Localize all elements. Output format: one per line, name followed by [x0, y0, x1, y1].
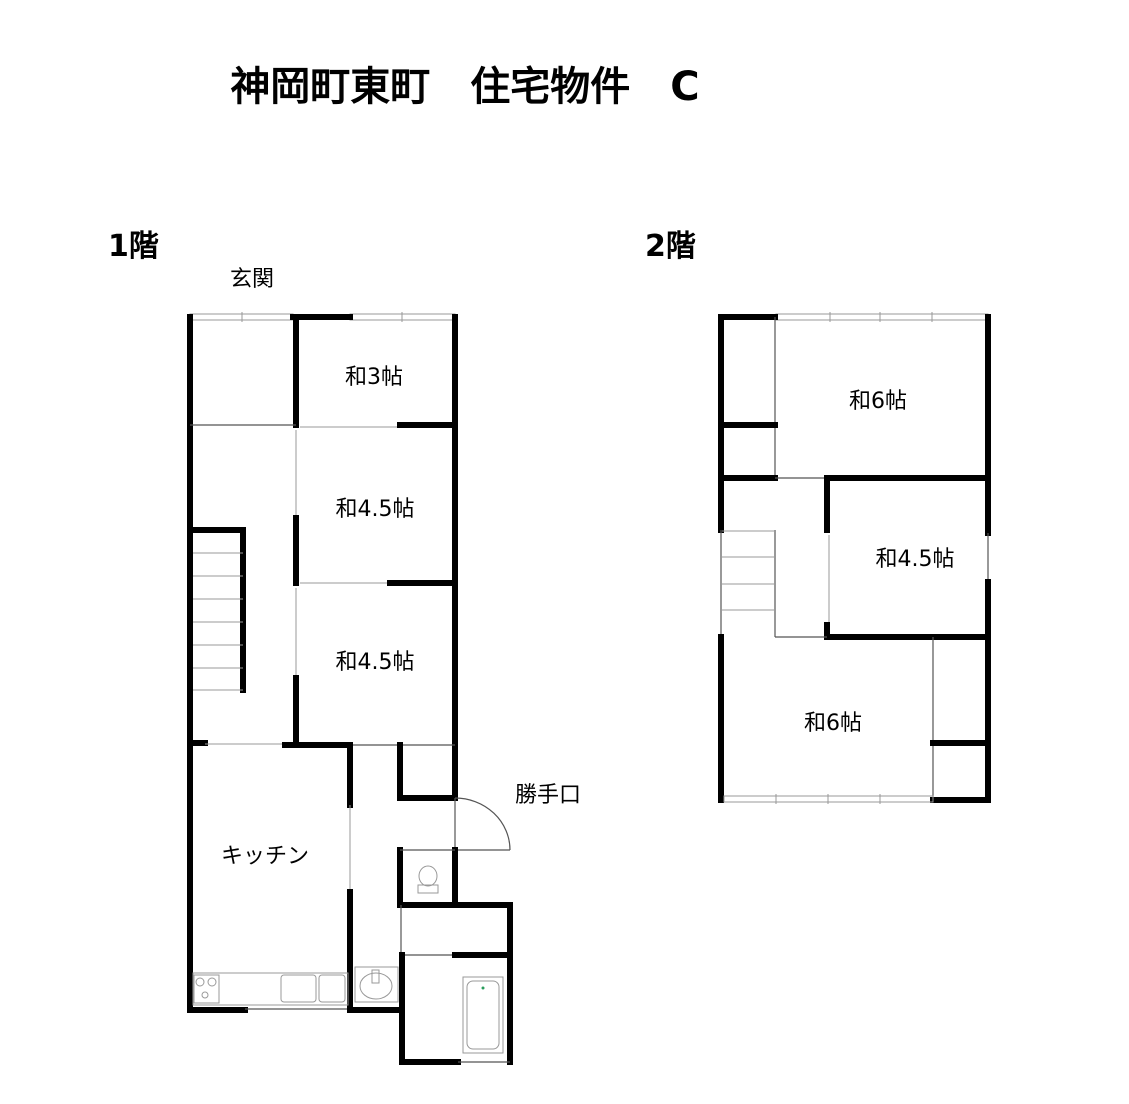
room-label-japanese-45: 和4.5帖 — [876, 547, 955, 572]
room-label-japanese-45-upper: 和4.5帖 — [336, 497, 415, 522]
bathtub — [462, 976, 504, 1054]
window — [189, 312, 294, 322]
room-label-kitchen: キッチン — [221, 844, 309, 869]
staircase — [722, 530, 776, 637]
room-label-back-door: 勝手口 — [515, 783, 581, 808]
room-label-japanese-3: 和3帖 — [345, 365, 403, 390]
room-label-japanese-6-lower: 和6帖 — [804, 711, 862, 736]
washbasin — [354, 966, 399, 1003]
room-label-japanese-45-lower: 和4.5帖 — [336, 650, 415, 675]
window — [349, 312, 456, 322]
staircase — [187, 527, 246, 693]
back-door — [454, 797, 511, 851]
first-floor-plan: 玄関 和3帖 和4.5帖 和4.5帖 キッチン 勝手口 — [187, 267, 581, 1065]
room-label-japanese-6-upper: 和6帖 — [849, 389, 907, 414]
page-title: 神岡町東町 住宅物件 C — [230, 64, 699, 110]
second-floor-plan: 和6帖 和4.5帖 和6帖 — [718, 312, 991, 804]
window — [723, 794, 934, 804]
floor-label-1f: 1階 — [108, 229, 159, 264]
room-label-entrance: 玄関 — [230, 267, 274, 292]
sink — [280, 974, 317, 1003]
floor-label-2f: 2階 — [645, 229, 696, 264]
window — [775, 312, 989, 322]
toilet-icon — [417, 865, 439, 894]
kitchen-counter — [192, 972, 349, 1006]
